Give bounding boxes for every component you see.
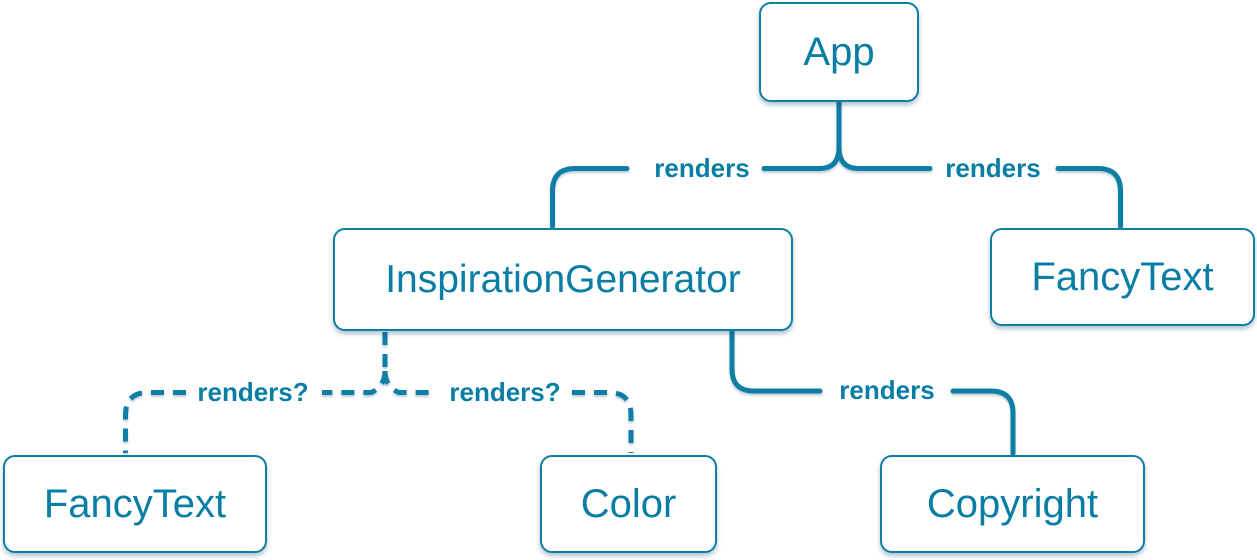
edge-label-inspirationgenerator-color: renders? [449,376,561,407]
edge-label-inspirationgenerator-fancytext: renders? [197,376,309,407]
edge-label-inspirationgenerator-copyright: renders [839,374,935,405]
edge-inspirationgenerator-fancytext-path-right [322,370,388,395]
edge-app-inspirationgenerator-path-right [761,98,842,171]
node-color-label: Color [580,481,677,526]
node-color: Color [540,455,717,553]
node-fancy-text-bottom: FancyText [3,455,267,553]
node-app-label: App [803,29,875,74]
edge-app-fancytext-path-right [1055,166,1123,229]
edge-inspirationgenerator-fancytext-path-left [123,390,186,453]
node-copyright-label: Copyright [926,481,1099,526]
edge-inspirationgenerator-color-path-left [382,370,437,395]
edge-app-fancytext-path-left [836,144,933,171]
node-app: App [759,2,919,102]
edge-inspirationgenerator-copyright-path-right [950,388,1016,456]
edge-label-app-fancytext: renders [945,152,1041,183]
edge-inspirationgenerator-color-path-right [572,390,634,453]
node-fancy-text-top-label: FancyText [1031,254,1214,299]
edge-app-inspirationgenerator-path-left [550,166,630,229]
node-copyright: Copyright [880,455,1145,553]
node-inspiration-generator: InspirationGenerator [333,228,793,331]
node-inspiration-generator-label: InspirationGenerator [385,257,741,301]
node-fancy-text-bottom-label: FancyText [43,481,227,526]
edge-label-app-inspirationgenerator: renders [654,152,750,183]
node-fancy-text-top: FancyText [990,228,1255,326]
edge-inspirationgenerator-copyright-path-left [729,328,823,394]
